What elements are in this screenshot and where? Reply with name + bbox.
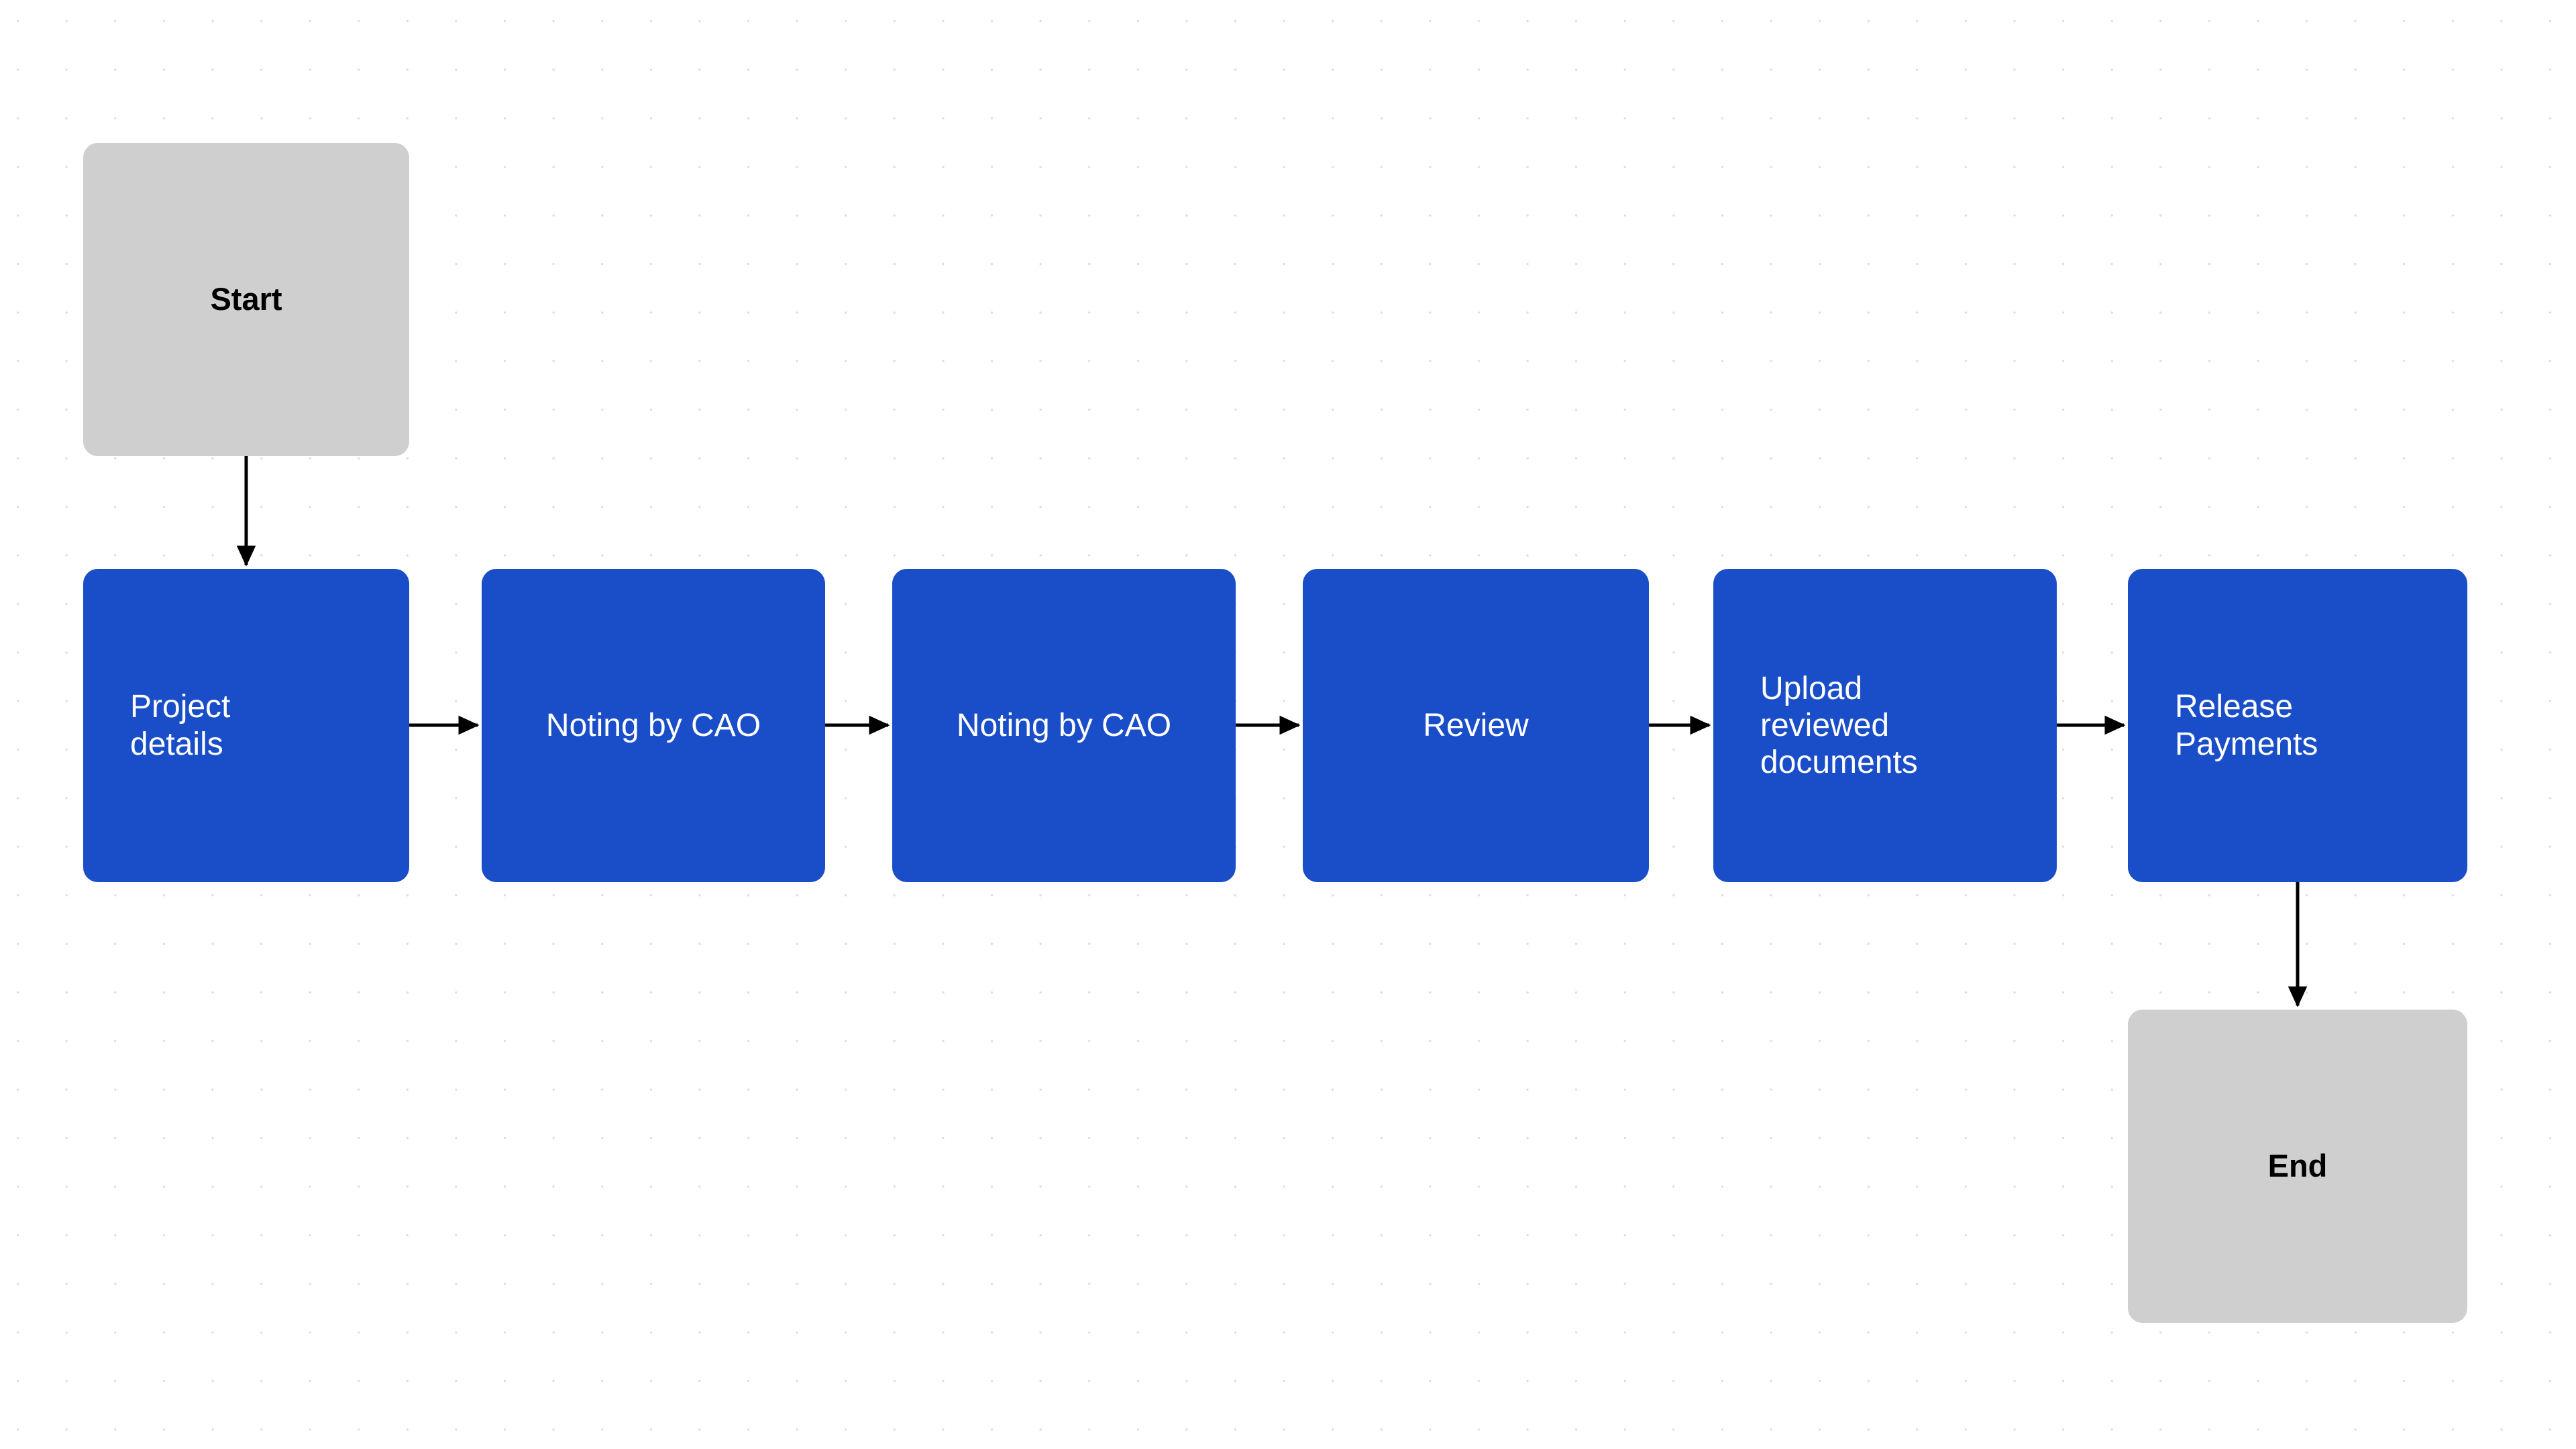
node-release-payments[interactable]: Release Payments bbox=[2128, 569, 2467, 882]
node-project-details[interactable]: Project details bbox=[83, 569, 409, 882]
node-upload-reviewed-documents-label: Upload reviewed documents bbox=[1760, 670, 1918, 781]
node-end-label: End bbox=[2267, 1148, 2328, 1184]
node-start[interactable]: Start bbox=[83, 143, 409, 456]
node-release-payments-label: Release Payments bbox=[2175, 689, 2318, 762]
node-noting-by-cao-2-label: Noting by CAO bbox=[956, 707, 1172, 743]
node-end[interactable]: End bbox=[2128, 1010, 2467, 1323]
node-start-label: Start bbox=[210, 281, 282, 317]
node-review[interactable]: Review bbox=[1303, 569, 1649, 882]
node-noting-by-cao-1-label: Noting by CAO bbox=[545, 707, 761, 743]
node-upload-reviewed-documents[interactable]: Upload reviewed documents bbox=[1713, 569, 2057, 882]
node-noting-by-cao-1[interactable]: Noting by CAO bbox=[482, 569, 825, 882]
node-review-label: Review bbox=[1423, 707, 1529, 743]
node-noting-by-cao-2[interactable]: Noting by CAO bbox=[892, 569, 1236, 882]
node-project-details-label: Project details bbox=[130, 689, 231, 762]
